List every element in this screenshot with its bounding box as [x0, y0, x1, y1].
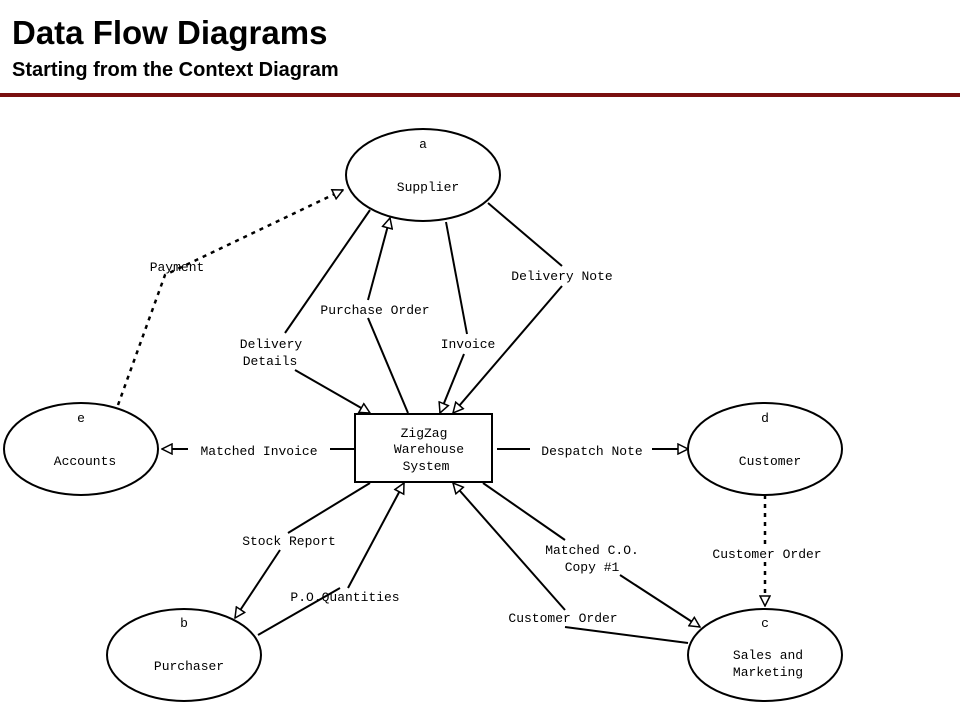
system-label-line3: System [403, 459, 450, 474]
label-despatch-note: Despatch Note [541, 444, 642, 459]
node-label: Supplier [397, 180, 459, 195]
system-label-line1: ZigZag [401, 426, 448, 441]
flow-delivery-details [284, 209, 370, 414]
node-zigzag-system: ZigZag Warehouse System [354, 413, 493, 483]
label-customer-order-right: Customer Order [712, 547, 821, 562]
label-invoice: Invoice [441, 337, 496, 352]
flow-payment [116, 188, 343, 406]
node-label: Accounts [54, 454, 116, 469]
node-customer: d Customer [687, 402, 843, 496]
flow-po-quantities [257, 483, 405, 636]
flow-stock-report [235, 482, 371, 618]
node-purchaser: b Purchaser [106, 608, 262, 702]
node-letter: b [180, 616, 188, 631]
flow-invoice [440, 221, 468, 413]
label-purchase-order: Purchase Order [320, 303, 429, 318]
node-accounts: e Accounts [3, 402, 159, 496]
flow-purchase-order [367, 218, 409, 414]
label-matched-co-line2: Copy #1 [565, 560, 620, 575]
node-label: Purchaser [154, 659, 224, 674]
label-matched-invoice: Matched Invoice [200, 444, 317, 459]
node-letter: d [761, 411, 769, 426]
label-po-quantities: P.O.Quantities [290, 590, 399, 605]
label-delivery-details-line1: Delivery [240, 337, 303, 352]
page-title: Data Flow Diagrams [12, 14, 328, 51]
node-letter: c [761, 616, 769, 631]
label-stock-report: Stock Report [242, 534, 336, 549]
label-payment: Payment [150, 260, 205, 275]
title-divider [0, 93, 960, 97]
label-matched-co-line1: Matched C.O. [545, 543, 639, 558]
node-label: Customer [739, 454, 801, 469]
label-delivery-details-line2: Details [243, 354, 298, 369]
label-delivery-note: Delivery Note [511, 269, 612, 284]
node-letter: e [77, 411, 85, 426]
label-customer-order-bottom: Customer Order [508, 611, 617, 626]
page-subtitle: Starting from the Context Diagram [12, 59, 339, 81]
system-label-line2: Warehouse [394, 442, 464, 457]
node-supplier: a Supplier [345, 128, 501, 222]
flow-matched-co [482, 482, 700, 627]
node-label-line1: Sales and [733, 648, 803, 663]
node-sales-and-marketing: c Sales and Marketing [687, 608, 843, 702]
flow-delivery-note [453, 202, 563, 413]
flow-customer-order-bottom [453, 483, 689, 644]
node-label-line2: Marketing [733, 665, 803, 680]
node-letter: a [419, 137, 427, 152]
